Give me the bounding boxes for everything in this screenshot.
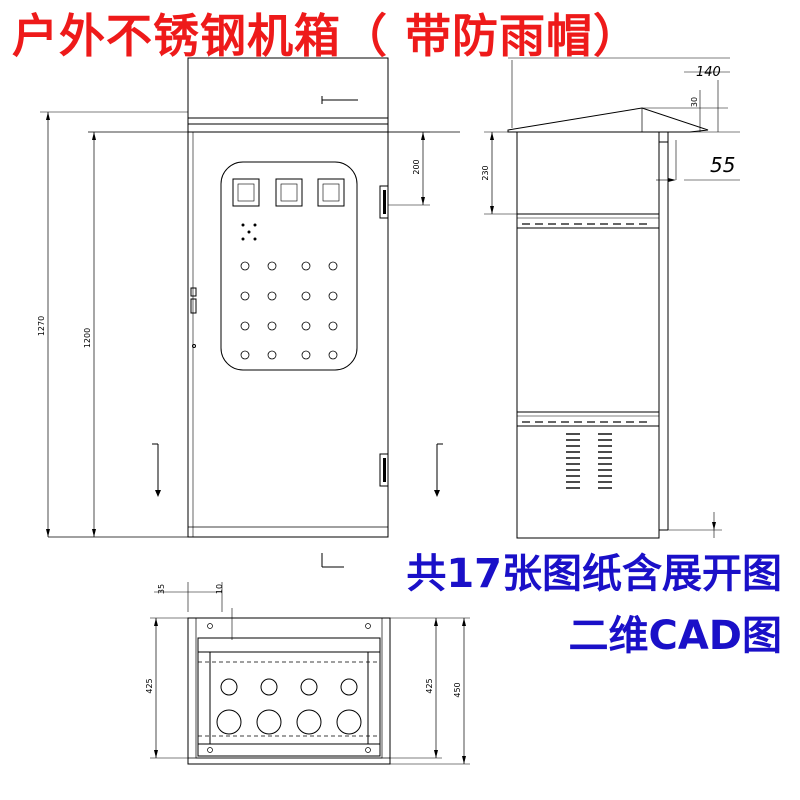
dim-overall-height: 1270 [37,316,46,336]
indicator-grid [240,261,338,360]
dim-cap-rise: 30 [690,97,699,107]
dim-bottom-left-offset: 35 [157,584,166,594]
dim-body-height: 1200 [83,328,92,348]
side-view: 230 140 30 55 [481,57,740,539]
meter-cutout [275,178,303,207]
dim-bottom-left-depth: 425 [145,678,154,693]
dim-bottom-gap: 10 [215,584,224,594]
door-window [220,161,358,371]
dim-cap-overhang: 55 [710,153,735,177]
cable-entry-holes [216,678,362,735]
side-lower-rail [516,411,660,427]
bottom-view: 35 10 425 425 450 [145,582,470,765]
door-lock [190,287,197,297]
side-upper-rail [516,213,660,229]
meter-cutout [232,178,260,207]
drawing-count-note: 共17张图纸含展开图 [406,551,782,597]
cad-format-note: 二维CAD图 [568,613,782,659]
hinge-top [379,185,389,219]
front-view: 1270 1200 200 [37,57,460,568]
dim-bottom-total-depth: 450 [453,682,462,697]
front-top-band [187,123,389,133]
hinge-bottom [379,453,389,487]
front-rain-cap [187,57,389,125]
side-rain-cap [507,107,709,133]
side-cabinet-body [516,131,660,539]
bottom-gland-plate [197,637,381,757]
side-louvres [566,433,612,489]
front-cabinet-body [187,131,389,538]
dim-bottom-right-depth: 425 [425,678,434,693]
page-title: 户外不锈钢机箱（ 带防雨帽） [12,9,641,63]
bottom-outer-frame [187,617,391,765]
dim-side-top-offset: 230 [481,165,490,180]
dim-window-top: 200 [412,159,421,174]
dim-cap-depth: 140 [696,65,721,80]
meter-cutout [317,178,345,207]
